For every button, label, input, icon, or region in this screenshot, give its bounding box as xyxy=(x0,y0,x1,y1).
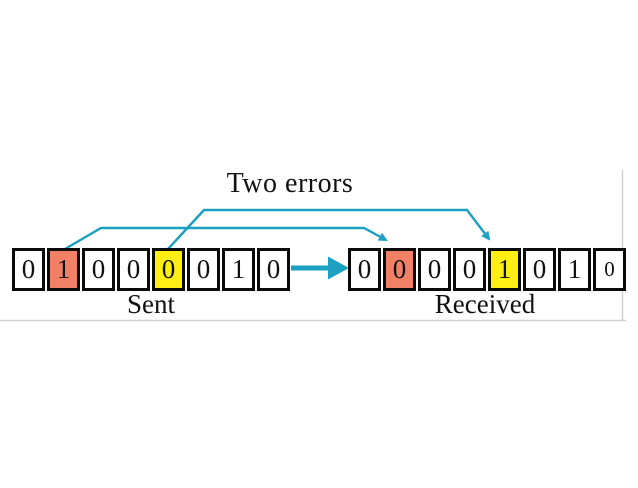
transmission-arrow xyxy=(291,256,349,280)
sent-bit-1-error: 1 xyxy=(47,248,80,291)
sent-bit-array: 0 1 0 0 0 0 1 0 xyxy=(12,248,290,291)
sent-bit-7: 0 xyxy=(257,248,290,291)
diagram-title: Two errors xyxy=(226,168,354,199)
received-bit-array: 0 0 0 0 1 0 1 0 xyxy=(348,248,626,291)
sent-bit-6: 1 xyxy=(222,248,255,291)
error-annotation-arrow-red-bit xyxy=(64,226,388,251)
received-bit-3: 0 xyxy=(453,248,486,291)
sent-bit-3: 0 xyxy=(117,248,150,291)
sent-bit-5: 0 xyxy=(187,248,220,291)
received-bit-7: 0 xyxy=(593,248,626,291)
received-bit-2: 0 xyxy=(418,248,451,291)
sent-label: Sent xyxy=(126,289,175,319)
sent-bit-0: 0 xyxy=(12,248,45,291)
received-bit-4-error: 1 xyxy=(488,248,521,291)
sent-bit-4-error: 0 xyxy=(152,248,185,291)
received-label: Received xyxy=(434,289,536,319)
sent-bit-2: 0 xyxy=(82,248,115,291)
received-bit-6: 1 xyxy=(558,248,591,291)
error-annotation-arrow-yellow-bit xyxy=(167,208,491,250)
received-bit-1-error: 0 xyxy=(383,248,416,291)
received-bit-0: 0 xyxy=(348,248,381,291)
received-bit-5: 0 xyxy=(523,248,556,291)
